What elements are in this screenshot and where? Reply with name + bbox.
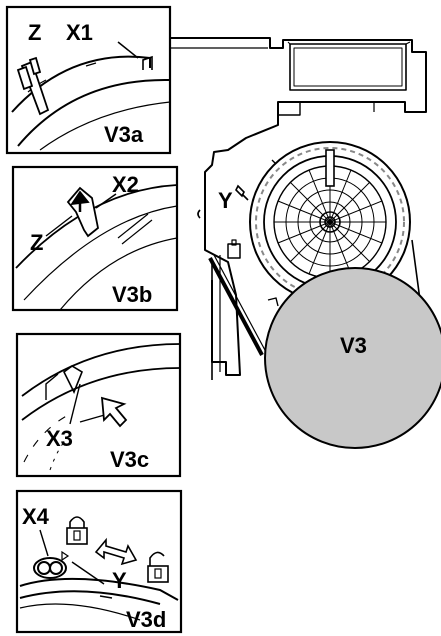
panel-v3a: Z X1 V3a xyxy=(5,5,172,155)
cover-disc xyxy=(264,267,441,449)
double-arrow-icon xyxy=(94,537,138,566)
label-x2: X2 xyxy=(112,172,139,197)
label-z-v3a: Z xyxy=(28,20,41,45)
latch-icon xyxy=(33,557,67,579)
label-v3a: V3a xyxy=(104,122,144,147)
padlock-closed-icon xyxy=(66,516,88,545)
label-y-v3d: Y xyxy=(112,568,127,593)
label-x1: X1 xyxy=(66,20,93,45)
label-z-v3b: Z xyxy=(30,230,43,255)
clip-z-icon xyxy=(16,56,50,116)
label-x4: X4 xyxy=(22,504,50,529)
hood-assembly xyxy=(170,37,427,380)
padlock-open-icon xyxy=(147,551,169,583)
label-v3c: V3c xyxy=(110,447,149,472)
panel-v3d: X4 Y V3d xyxy=(15,489,183,634)
clip-z-icon xyxy=(66,186,99,238)
pointer-arrow-icon xyxy=(100,396,128,428)
panel-v3c: X3 V3c xyxy=(15,332,182,478)
label-x3: X3 xyxy=(46,426,73,451)
screw-icon xyxy=(235,184,249,201)
label-v3d: V3d xyxy=(126,607,166,632)
label-v3b: V3b xyxy=(112,282,152,307)
panel-v3b: X2 Z V3b xyxy=(11,165,179,312)
label-y-main: Y xyxy=(218,188,233,213)
label-v3: V3 xyxy=(340,333,367,358)
